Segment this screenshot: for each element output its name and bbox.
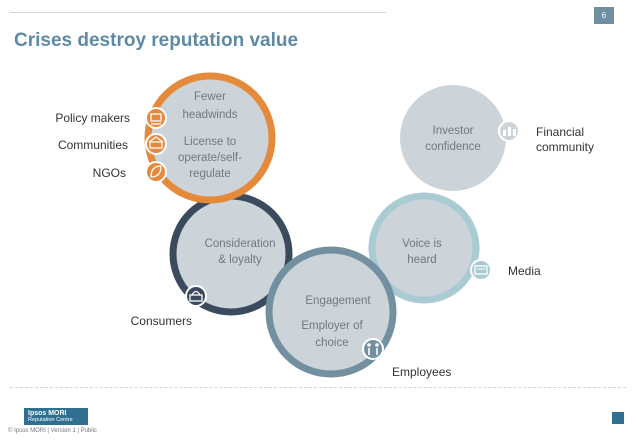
fewer-headwinds-line5: regulate	[189, 168, 231, 180]
corner-logo-icon	[612, 412, 624, 424]
footer-logo: Ipsos MORI Reputation Centre	[24, 408, 88, 425]
footer-sub: Reputation Centre	[28, 417, 73, 423]
footer-brand: Ipsos MORI	[28, 410, 67, 417]
engagement-line1: Engagement	[305, 295, 371, 307]
label-financial-line2: community	[536, 140, 594, 154]
voice-line2: heard	[407, 254, 436, 266]
basket-icon	[185, 285, 207, 307]
top-divider	[10, 12, 386, 13]
engagement-line2: Employer of	[301, 320, 363, 332]
circle-engagement	[265, 246, 397, 378]
engagement-line3: choice	[315, 337, 348, 349]
people-icon	[362, 338, 384, 360]
voice-line1: Voice is	[402, 238, 442, 250]
circle-voice-heard	[368, 192, 480, 304]
page-number: 6	[594, 7, 614, 24]
consideration-line2: & loyalty	[218, 254, 262, 266]
media-icon	[470, 259, 492, 281]
label-media: Media	[508, 264, 541, 278]
page-title: Crises destroy reputation value	[14, 30, 299, 51]
investor-line2: confidence	[425, 141, 481, 153]
fewer-headwinds-line4: operate/self-	[178, 152, 242, 164]
leaf-icon	[145, 161, 167, 183]
policy-icon	[145, 107, 167, 129]
footer-copyright: © Ipsos MORI | Version 1 | Public	[8, 428, 97, 434]
fewer-headwinds-line2: headwinds	[183, 109, 238, 121]
consideration-line1: Consideration	[205, 238, 276, 250]
label-policy-makers: Policy makers	[55, 111, 130, 125]
label-employees: Employees	[392, 365, 451, 379]
label-financial-line1: Financial	[536, 125, 584, 139]
fewer-headwinds-line3: License to	[184, 136, 236, 148]
finance-icon	[498, 120, 520, 142]
label-consumers: Consumers	[131, 314, 192, 328]
circle-investor-confidence	[400, 85, 506, 191]
bottom-divider	[10, 387, 626, 388]
investor-line1: Investor	[433, 125, 474, 137]
label-ngos: NGOs	[93, 166, 126, 180]
label-communities: Communities	[58, 138, 128, 152]
fewer-headwinds-line1: Fewer	[194, 91, 226, 103]
community-icon	[145, 133, 167, 155]
